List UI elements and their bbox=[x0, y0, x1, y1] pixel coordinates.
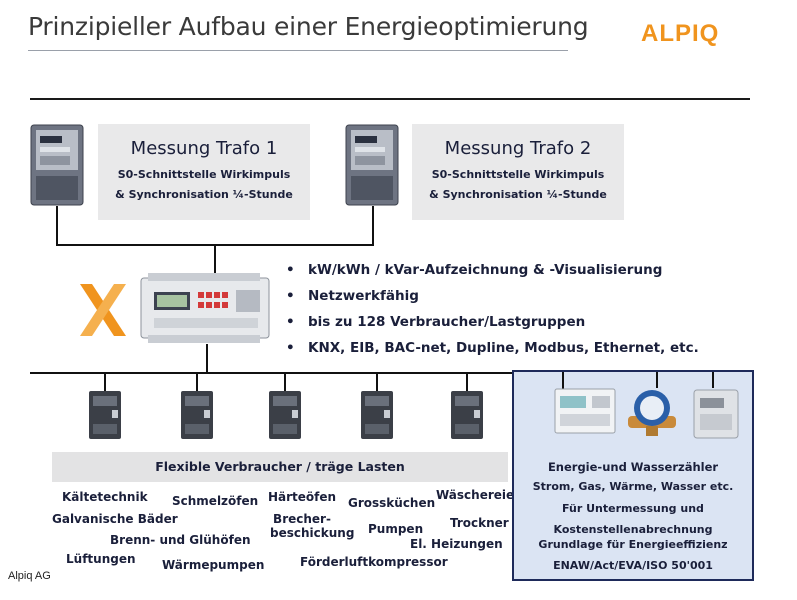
feature-list: •kW/kWh / kVar-Aufzeichnung & -Visualisi… bbox=[286, 262, 699, 366]
meter-subtitle: & Synchronisation ¼-Stunde bbox=[115, 188, 293, 201]
consumer-label: El. Heizungen bbox=[410, 537, 503, 551]
connector-line bbox=[104, 372, 106, 392]
consumer-label: Galvanische Bäder bbox=[52, 512, 178, 526]
x-emblem-icon bbox=[80, 284, 126, 336]
io-module-icon bbox=[361, 391, 393, 439]
connector-line bbox=[656, 372, 658, 388]
consumer-label: Förderluftkompressor bbox=[300, 555, 448, 569]
feature-item: •bis zu 128 Verbraucher/Lastgruppen bbox=[286, 314, 586, 330]
meter-subtitle: & Synchronisation ¼-Stunde bbox=[429, 188, 607, 201]
heat-meter-icon bbox=[693, 389, 739, 439]
feature-item: •KNX, EIB, BAC-net, Dupline, Modbus, Eth… bbox=[286, 340, 699, 356]
meter-subtitle: S0-Schnittstelle Wirkimpuls bbox=[117, 168, 291, 181]
water-meter-icon bbox=[628, 390, 676, 436]
panel-line: Strom, Gas, Wärme, Wasser etc. bbox=[532, 480, 734, 493]
feature-item: •kW/kWh / kVar-Aufzeichnung & -Visualisi… bbox=[286, 262, 663, 278]
connector-line bbox=[372, 206, 374, 246]
energy-controller-device-icon bbox=[140, 273, 270, 343]
connector-line bbox=[376, 372, 378, 392]
meter-box-trafo-1: Messung Trafo 1 S0-Schnittstelle Wirkimp… bbox=[98, 124, 310, 220]
footer-company: Alpiq AG bbox=[8, 570, 51, 582]
header-rule bbox=[30, 98, 750, 100]
meter-title: Messung Trafo 1 bbox=[130, 138, 278, 159]
meter-subtitle: S0-Schnittstelle Wirkimpuls bbox=[431, 168, 605, 181]
connector-line bbox=[284, 372, 286, 392]
connector-line bbox=[214, 244, 216, 274]
consumer-banner: Flexible Verbraucher / träge Lasten bbox=[52, 452, 508, 482]
meter-box-trafo-2: Messung Trafo 2 S0-Schnittstelle Wirkimp… bbox=[412, 124, 624, 220]
consumer-label: Grossküchen bbox=[348, 496, 436, 510]
feature-item: •Netzwerkfähig bbox=[286, 288, 419, 304]
title-underline bbox=[28, 50, 568, 51]
energy-water-meter-panel: Energie-und Wasserzähler Strom, Gas, Wär… bbox=[512, 370, 754, 581]
connector-line bbox=[56, 206, 58, 246]
consumer-label: Härteöfen bbox=[268, 490, 337, 504]
bus-line bbox=[30, 372, 514, 374]
connector-line bbox=[206, 344, 208, 374]
electricity-meter-1-icon bbox=[30, 124, 84, 206]
consumer-label: Brecher- beschickung bbox=[270, 512, 355, 540]
consumer-label: Wärmepumpen bbox=[162, 558, 265, 572]
consumer-label: Pumpen bbox=[368, 522, 424, 536]
panel-line: Für Untermessung und bbox=[562, 502, 704, 515]
io-module-icon bbox=[89, 391, 121, 439]
consumer-label: Lüftungen bbox=[66, 552, 136, 566]
connector-line bbox=[562, 372, 564, 390]
electricity-meter-2-icon bbox=[345, 124, 399, 206]
page-title: Prinzipieller Aufbau einer Energieoptimi… bbox=[28, 12, 589, 41]
panel-line: Kostenstellenabrechnung bbox=[553, 523, 713, 536]
consumer-label: Wäschereien bbox=[436, 488, 523, 502]
energy-meter-icon bbox=[554, 388, 616, 434]
consumer-label: Schmelzöfen bbox=[172, 494, 259, 508]
io-module-icon bbox=[451, 391, 483, 439]
alpiq-logo: ALPIQ bbox=[641, 20, 720, 47]
panel-line: Grundlage für Energieeffizienz bbox=[538, 538, 728, 551]
consumer-label: Trockner bbox=[450, 516, 509, 530]
connector-line bbox=[196, 372, 198, 392]
panel-title: Energie-und Wasserzähler bbox=[547, 460, 719, 474]
panel-line: ENAW/Act/EVA/ISO 50'001 bbox=[553, 559, 713, 572]
connector-line bbox=[466, 372, 468, 392]
consumer-label: Kältetechnik bbox=[62, 490, 148, 504]
meter-title: Messung Trafo 2 bbox=[444, 138, 592, 159]
io-module-icon bbox=[181, 391, 213, 439]
io-module-icon bbox=[269, 391, 301, 439]
consumer-label: Brenn- und Glühöfen bbox=[110, 533, 251, 547]
connector-line bbox=[712, 372, 714, 388]
